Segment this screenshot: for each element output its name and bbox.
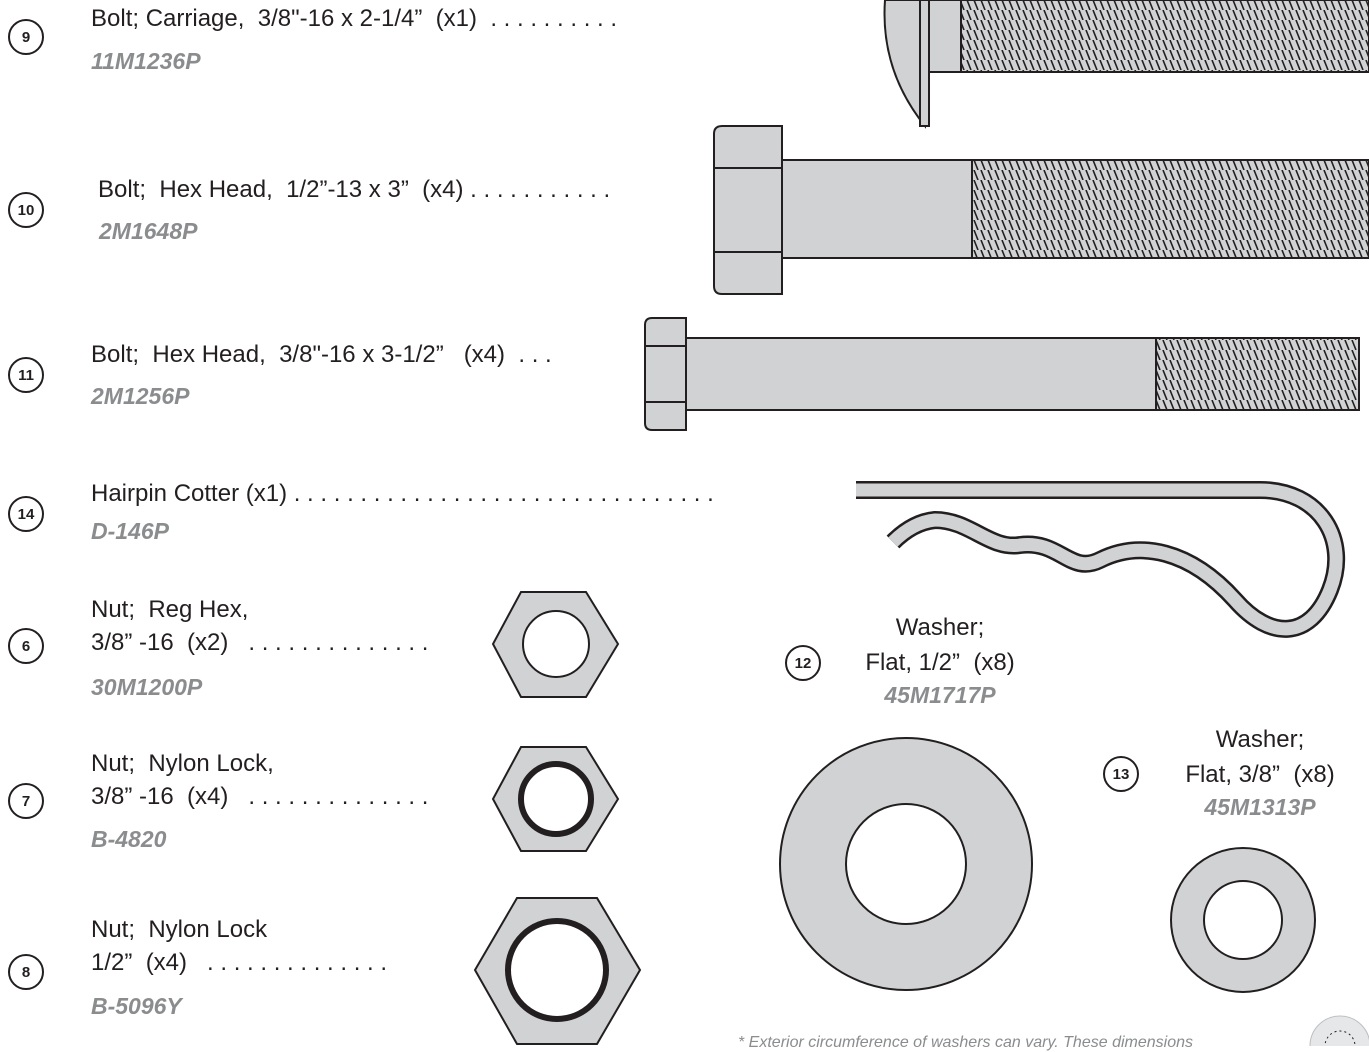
callout-badge: 11 [8,357,44,393]
flat-washer-icon-13 [1171,848,1315,992]
hex-bolt-icon-11 [645,318,1359,430]
part-number: 45M1717P [840,682,1040,709]
hairpin-cotter-icon [856,490,1336,629]
callout-badge: 13 [1103,756,1139,792]
part-number: D-146P [91,518,169,545]
hex-nut-icon [493,592,618,697]
part-description: Nut; Nylon Lock [91,914,267,945]
part-description: Bolt; Hex Head, 3/8"-16 x 3-1/2” (x4) . … [91,339,552,370]
part-description: Washer; [1160,724,1360,755]
part-description: Flat, 1/2” (x8) [840,647,1040,678]
part-number: 2M1648P [99,218,197,245]
part-number: 45M1313P [1160,794,1360,821]
part-description: Hairpin Cotter (x1) . . . . . . . . . . … [91,478,714,509]
part-number: 2M1256P [91,383,189,410]
part-description: 3/8” -16 (x4) . . . . . . . . . . . . . … [91,781,428,812]
callout-badge: 6 [8,628,44,664]
callout-badge: 10 [8,192,44,228]
part-description: Bolt; Carriage, 3/8"-16 x 2-1/4” (x1) . … [91,3,617,34]
part-description: Nut; Nylon Lock, [91,748,274,779]
callout-badge: 12 [785,645,821,681]
callout-badge: 8 [8,954,44,990]
part-number: B-5096Y [91,993,182,1020]
carriage-bolt-icon [885,0,1369,126]
callout-badge: 7 [8,783,44,819]
flat-washer-icon-12 [780,738,1032,990]
nylon-lock-nut-icon-7 [493,747,618,851]
part-number: 11M1236P [91,48,201,75]
nylon-lock-nut-icon-8 [475,898,640,1044]
hex-bolt-icon-10 [714,126,1369,294]
part-description: 1/2” (x4) . . . . . . . . . . . . . . [91,947,387,978]
part-number: B-4820 [91,826,166,853]
callout-badge: 9 [8,19,44,55]
part-description: Nut; Reg Hex, [91,594,248,625]
part-description: Washer; [840,612,1040,643]
page-corner-icon [1310,1016,1369,1046]
part-description: 3/8” -16 (x2) . . . . . . . . . . . . . … [91,627,428,658]
footnote: * Exterior circumference of washers can … [738,1034,1193,1052]
part-number: 30M1200P [91,674,202,701]
callout-badge: 14 [8,496,44,532]
part-description: Flat, 3/8” (x8) [1160,759,1360,790]
part-description: Bolt; Hex Head, 1/2”-13 x 3” (x4) . . . … [98,174,610,205]
